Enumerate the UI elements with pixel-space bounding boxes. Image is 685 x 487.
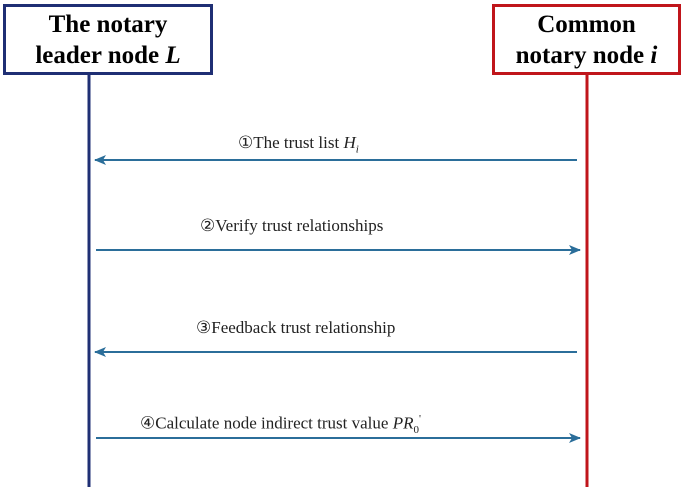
leader-node-line1-text: The notary [48, 10, 168, 38]
common-node-title-line1: Common [537, 9, 636, 40]
message-number-4: ④ [140, 413, 156, 433]
common-node-variable: i [650, 41, 658, 69]
message-number-2: ② [200, 216, 216, 235]
common-node-line2-text: notary node [515, 41, 651, 69]
message-label-4: ④Calculate node indirect trust value PR0… [140, 409, 421, 440]
message-text-4: Calculate node indirect trust value [155, 413, 393, 433]
message-label-1: ①The trust list Hi [238, 133, 359, 159]
common-node-title-line2: notary node i [516, 40, 658, 71]
message-symbol-4: PR [392, 413, 414, 433]
leader-node-title-line2: leader node L [35, 40, 180, 71]
message-number-1: ① [238, 133, 254, 152]
message-subscript-4: 0 [413, 424, 419, 437]
leader-node-variable: L [165, 41, 181, 69]
message-text-3: Feedback trust relationship [211, 318, 396, 337]
leader-node-line2-text: leader node [35, 41, 166, 69]
message-number-3: ③ [196, 318, 212, 337]
common-node-box: Common notary node i [492, 4, 681, 75]
common-node-line1-text: Common [537, 10, 636, 38]
leader-node-box: The notary leader node L [3, 4, 213, 75]
message-label-3: ③Feedback trust relationship [196, 318, 395, 338]
message-label-2: ②Verify trust relationships [200, 216, 383, 236]
message-text-1: The trust list [253, 133, 344, 152]
message-subscript-1: i [355, 143, 359, 156]
message-superscript-4: ' [418, 413, 421, 425]
message-text-2: Verify trust relationships [215, 216, 384, 235]
message-symbol-1: H [343, 133, 356, 152]
leader-node-title-line1: The notary [49, 9, 168, 40]
